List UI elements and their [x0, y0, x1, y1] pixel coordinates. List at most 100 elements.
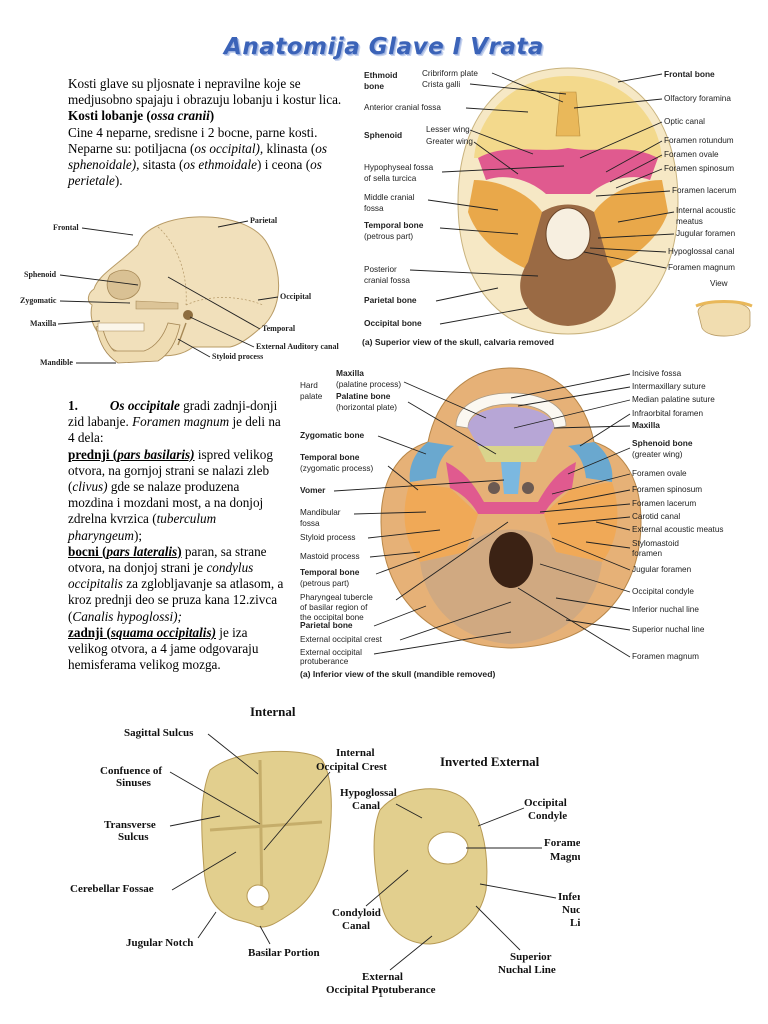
sup-label-cribriform: Cribriform plate [422, 69, 478, 78]
sup-label-magnum: Foramen magnum [668, 263, 735, 272]
sup-label-view: View [710, 279, 728, 288]
inf-label-temporal-zyg: Temporal bone [300, 452, 360, 462]
inf-label-ext-prot: External occipital [300, 648, 362, 657]
skull-teeth [98, 323, 144, 331]
svg-text:of sella turcica: of sella turcica [364, 174, 417, 183]
inf-label-styloid: Styloid process [300, 533, 356, 542]
svg-text:Nuchal: Nuchal [562, 904, 580, 916]
superior-skull-figure: Ethmoid bone Cribriform plate Crista gal… [358, 62, 760, 352]
occ-label-condyle: Occipital [524, 797, 567, 809]
inf-label-pharyngeal: Pharyngeal tubercle [300, 593, 373, 602]
occ-label-transverse: Transverse [104, 819, 156, 831]
occipital-bone-figure: Internal Inverted External Sagittal Sulc… [60, 700, 580, 1000]
label-maxilla: Maxilla [30, 319, 56, 328]
sup-label-ovale: Foramen ovale [664, 150, 719, 159]
occ-label-hypoglossal: Hypoglossal [340, 787, 397, 799]
page-title: Anatomija Glave I Vrata [0, 34, 768, 60]
inf-label-mandibular-fossa: Mandibular [300, 508, 341, 517]
occ-label-condyloid: Condyloid [332, 907, 381, 919]
svg-text:Sulcus: Sulcus [118, 831, 149, 843]
sup-label-int-acoustic: Internal acoustic [676, 206, 736, 215]
cranial-bones-heading: Kosti lobanje (ossa cranii) [68, 108, 214, 123]
label-external-auditory: External Auditory canal [256, 342, 339, 351]
sup-label-ethmoid: Ethmoid [364, 70, 398, 80]
sup-label-optic: Optic canal [664, 117, 705, 126]
inf-label-incisive: Incisive fossa [632, 369, 682, 378]
inferior-skull-figure: Hard palate Maxilla (palatine process) P… [296, 362, 762, 682]
inf-label-maxilla-r: Maxilla [632, 420, 660, 430]
svg-text:(petrous part): (petrous part) [364, 232, 413, 241]
foramen-magnum-sup [546, 208, 590, 260]
sup-caption: (a) Superior view of the skull, calvaria… [362, 337, 554, 347]
inf-label-palatine: Palatine bone [336, 391, 391, 401]
sup-label-temporal: Temporal bone [364, 220, 424, 230]
occ-label-cerebellar: Cerebellar Fossae [70, 883, 154, 895]
svg-text:meatus: meatus [676, 217, 703, 226]
svg-text:foramen: foramen [632, 549, 662, 558]
occ-label-sup-nuchal: Superior [510, 951, 552, 963]
inf-caption: (a) Inferior view of the skull (mandible… [300, 669, 495, 679]
svg-text:palate: palate [300, 392, 323, 401]
vomer [501, 462, 521, 494]
label-zygomatic: Zygomatic [20, 296, 57, 305]
inf-label-stylomastoid: Stylomastoid [632, 539, 679, 548]
sup-label-posterior-fossa: Posterior [364, 265, 397, 274]
label-parietal: Parietal [250, 216, 278, 225]
occ-label-confluence: Confuence of [100, 765, 162, 777]
occ-label-jugular: Jugular Notch [126, 937, 193, 949]
label-styloid: Styloid process [212, 352, 263, 361]
svg-text:(zygomatic process): (zygomatic process) [300, 464, 374, 473]
sup-label-frontal: Frontal bone [664, 69, 715, 79]
svg-text:(palatine process): (palatine process) [336, 380, 401, 389]
sup-label-hypoglossal: Hypoglossal canal [668, 247, 735, 256]
skull-ear-canal [183, 310, 193, 320]
sup-label-hypophyseal: Hypophyseal fossa [364, 163, 434, 172]
inf-label-sphenoid: Sphenoid bone [632, 438, 693, 448]
sup-label-anterior-fossa: Anterior cranial fossa [364, 103, 441, 112]
occ-label-basilar: Basilar Portion [248, 947, 320, 959]
sup-label-olfactory: Olfactory foramina [664, 94, 731, 103]
page-number: 1 [378, 988, 384, 1000]
svg-text:fossa: fossa [300, 519, 320, 528]
svg-text:Canal: Canal [342, 920, 370, 932]
inf-label-infraorbital: Infraorbital foramen [632, 409, 703, 418]
occ-heading-internal: Internal [250, 704, 296, 719]
svg-text:cranial fossa: cranial fossa [364, 276, 410, 285]
inf-label-inf-nuchal: Inferior nuchal line [632, 605, 699, 614]
sup-label-spinosum: Foramen spinosum [664, 164, 734, 173]
occ-label-int-crest: Internal [336, 747, 375, 759]
svg-text:Line: Line [570, 917, 580, 929]
maxilla-palatine-process [468, 407, 554, 446]
svg-text:bone: bone [364, 81, 384, 91]
svg-text:Magnum: Magnum [550, 851, 580, 863]
occipital-section-text: 1.Os occipitale gradi zadnji-donji zid l… [68, 398, 286, 673]
intro-line1: Kosti glave su pljosnate i nepravilne ko… [68, 76, 341, 107]
inf-label-mastoid: Mastoid process [300, 552, 360, 561]
palatine-horizontal-plate [478, 446, 544, 462]
svg-text:(horizontal plate): (horizontal plate) [336, 403, 397, 412]
svg-text:protuberance: protuberance [300, 657, 349, 666]
sup-label-middle-fossa: Middle cranial [364, 193, 415, 202]
label-mandible: Mandible [40, 358, 73, 367]
inf-label-hard-palate: Hard [300, 381, 318, 390]
inf-label-vomer: Vomer [300, 485, 326, 495]
sup-label-crista: Crista galli [422, 80, 460, 89]
label-frontal: Frontal [53, 223, 79, 232]
occ-heading-inverted: Inverted External [440, 754, 540, 769]
inf-label-spinosum: Foramen spinosum [632, 485, 702, 494]
label-temporal: Temporal [262, 324, 296, 333]
svg-text:Canal: Canal [352, 800, 380, 812]
inf-label-ext-acoustic: External acoustic meatus [632, 525, 723, 534]
intro-text: Kosti glave su pljosnate i nepravilne ko… [68, 76, 350, 189]
svg-text:Sinuses: Sinuses [116, 777, 152, 789]
svg-text:Occipital Crest: Occipital Crest [316, 761, 387, 773]
svg-text:(petrous part): (petrous part) [300, 579, 349, 588]
inf-label-carotid: Carotid canal [632, 512, 680, 521]
label-occipital: Occipital [280, 292, 312, 301]
inf-label-jugular: Jugular foramen [632, 565, 692, 574]
occ-label-ext-prot: External [362, 971, 403, 983]
sup-label-parietal: Parietal bone [364, 295, 417, 305]
label-sphenoid: Sphenoid [24, 270, 57, 279]
inf-label-parietal: Parietal bone [300, 620, 353, 630]
sup-label-lacerum: Foramen lacerum [672, 186, 736, 195]
